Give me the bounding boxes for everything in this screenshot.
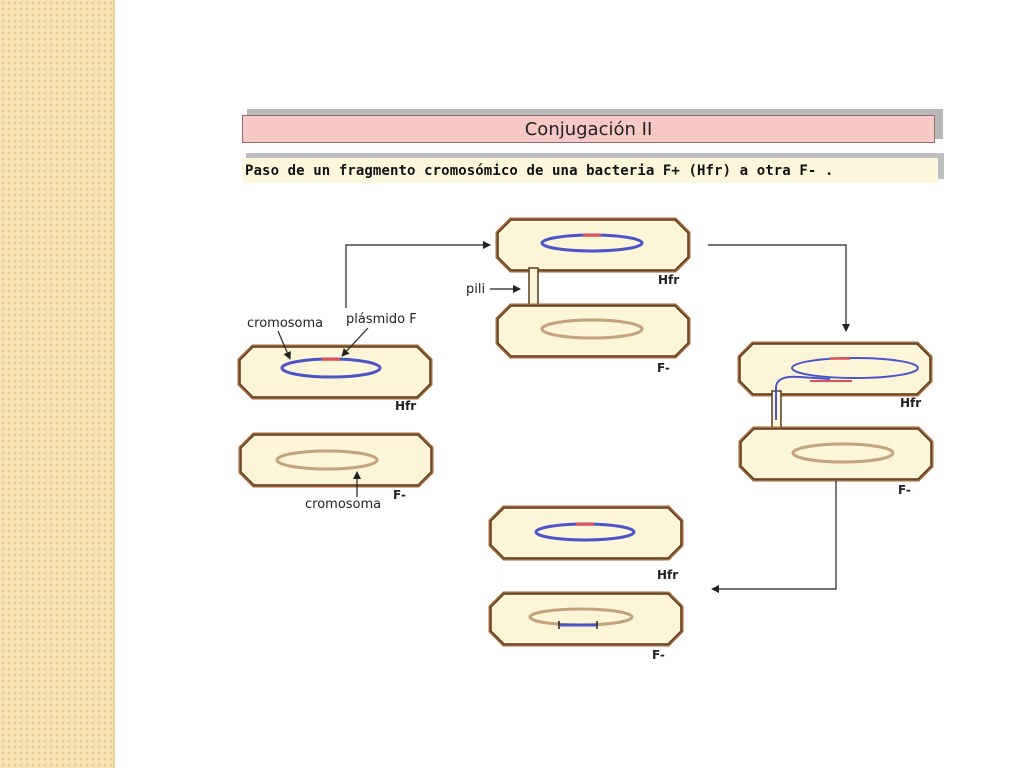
label-plasmido-f: plásmido F (346, 312, 417, 327)
f-minus-chromosome-stage2 (540, 318, 644, 340)
label-cromosoma-top: cromosoma (247, 316, 323, 331)
arrow-stage2-to-stage3 (708, 244, 850, 332)
label-hfr-stage2: Hfr (658, 273, 679, 287)
transferring-dna-strand (775, 375, 831, 420)
f-minus-cell-stage1 (241, 435, 431, 485)
label-f-minus-stage4: F- (652, 648, 665, 662)
arrow-stage3-to-stage4 (711, 481, 837, 593)
arrow-to-chromosome (277, 330, 291, 360)
f-minus-chromosome-stage1 (275, 449, 379, 471)
f-minus-cell-stage3 (741, 429, 931, 479)
label-f-minus-stage2: F- (657, 361, 670, 375)
label-f-minus-stage1: F- (393, 488, 406, 502)
hfr-cell-stage1 (240, 347, 430, 397)
label-hfr-stage3: Hfr (900, 396, 921, 410)
slide-title: Conjugación II (242, 115, 935, 143)
f-minus-cell-stage4 (491, 594, 681, 644)
slide-subtitle: Paso de un fragmento cromosómico de una … (242, 158, 938, 183)
hfr-chromosome-stage3 (791, 357, 919, 379)
hfr-cell-stage3 (740, 344, 930, 394)
hfr-cell-stage2 (498, 220, 688, 270)
decorative-side-strip (0, 0, 115, 768)
arrow-to-plasmid (341, 327, 369, 357)
f-minus-chromosome-stage3 (791, 442, 895, 464)
arrow-stage1-to-stage2 (345, 241, 491, 308)
label-hfr-stage4: Hfr (657, 568, 678, 582)
hfr-cell-stage4 (491, 508, 681, 558)
label-pili: pili (466, 282, 485, 297)
f-minus-cell-stage2 (498, 306, 688, 356)
label-f-minus-stage3: F- (898, 483, 911, 497)
label-hfr-stage1: Hfr (395, 399, 416, 413)
label-cromosoma-bottom: cromosoma (305, 497, 381, 512)
